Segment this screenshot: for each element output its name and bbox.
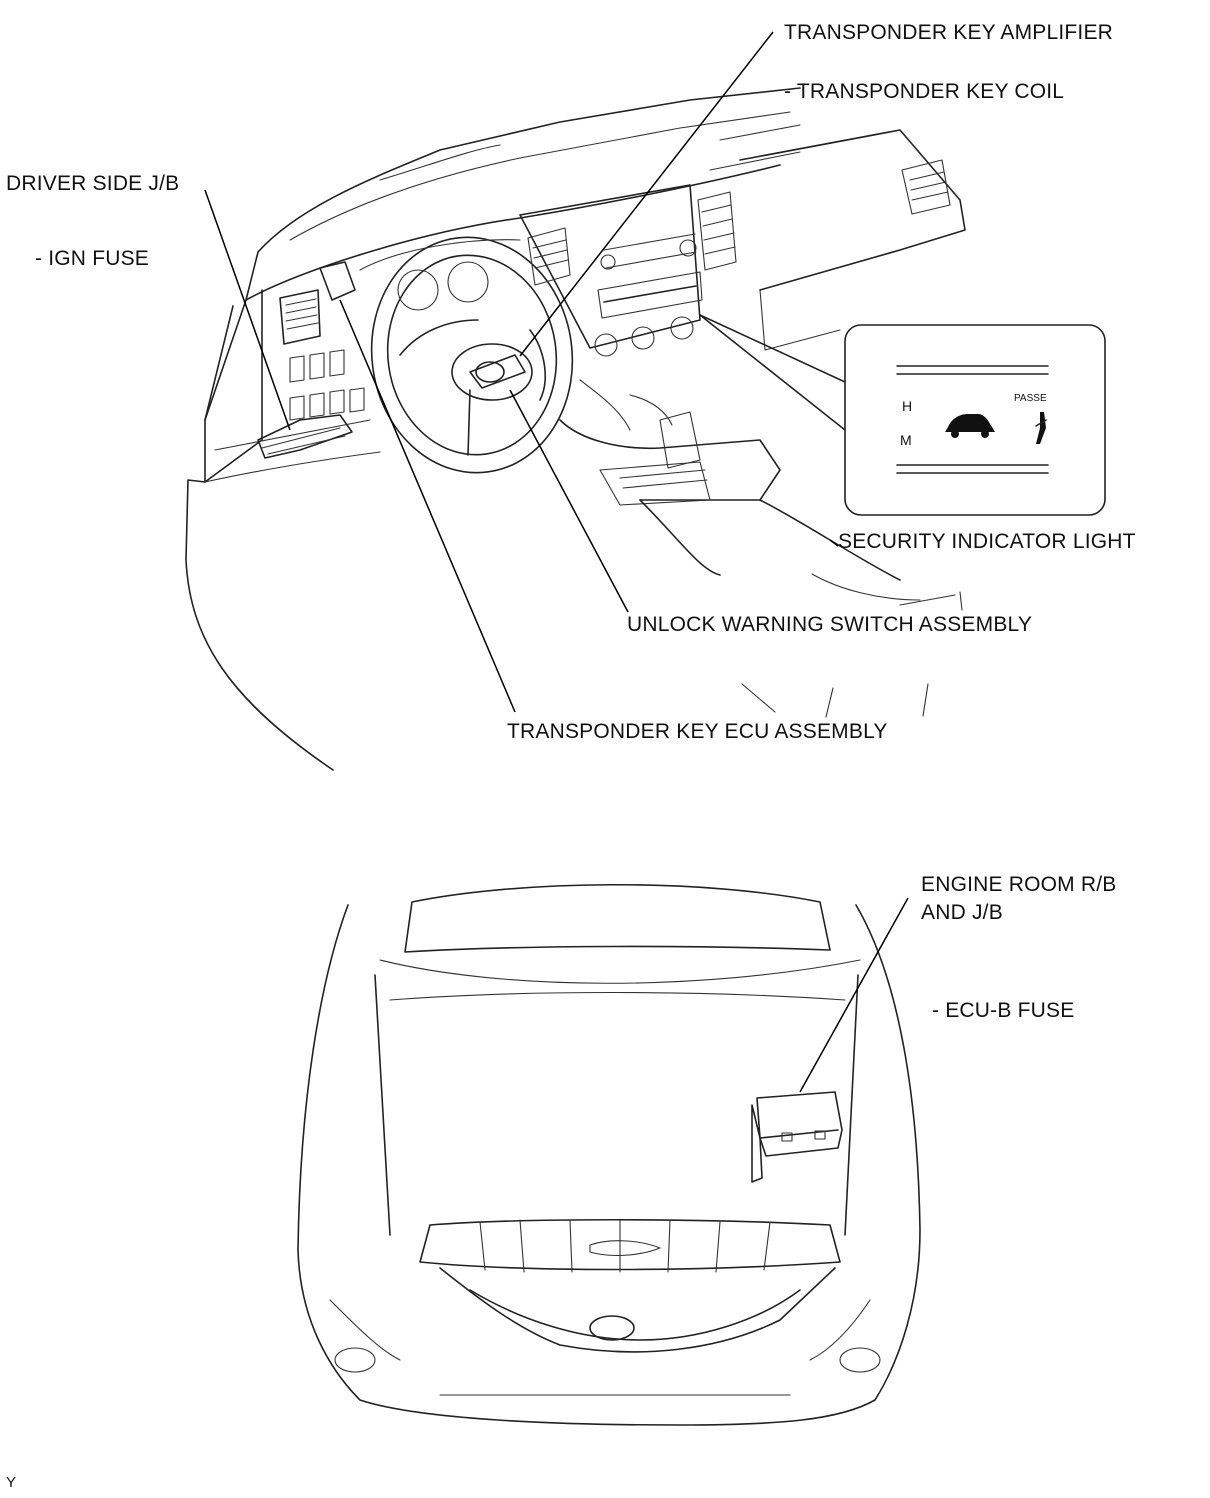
engine-room-rb-label-line2: AND J/B (921, 901, 1003, 924)
driver-side-jb-label: DRIVER SIDE J/B (6, 172, 180, 195)
unlock-warning-switch-assembly-label: UNLOCK WARNING SWITCH ASSEMBLY (627, 613, 1033, 636)
security-indicator-light-label: SECURITY INDICATOR LIGHT (838, 530, 1136, 553)
inset-h-label: H (902, 398, 913, 414)
ecu-b-fuse-label: - ECU-B FUSE (932, 999, 1075, 1022)
transponder-key-ecu-assembly-label: TRANSPONDER KEY ECU ASSEMBLY (507, 720, 888, 743)
leader-lines-bottom (799, 897, 909, 1093)
inset-passenger-label: PASSE (1014, 393, 1047, 404)
leader-lines-top (204, 31, 839, 713)
engine-bay-illustration (297, 883, 921, 1426)
transponder-key-coil-label: - TRANSPONDER KEY COIL (784, 80, 1065, 103)
dashboard-illustration (185, 87, 966, 771)
inset-m-label: M (900, 432, 912, 448)
transponder-key-amplifier-label: TRANSPONDER KEY AMPLIFIER (784, 21, 1114, 44)
ign-fuse-label: - IGN FUSE (35, 247, 150, 270)
indicator-inset (699, 314, 1106, 516)
corner-mark: Y (6, 1474, 17, 1491)
engine-room-rb-label-line1: ENGINE ROOM R/B (921, 873, 1117, 896)
